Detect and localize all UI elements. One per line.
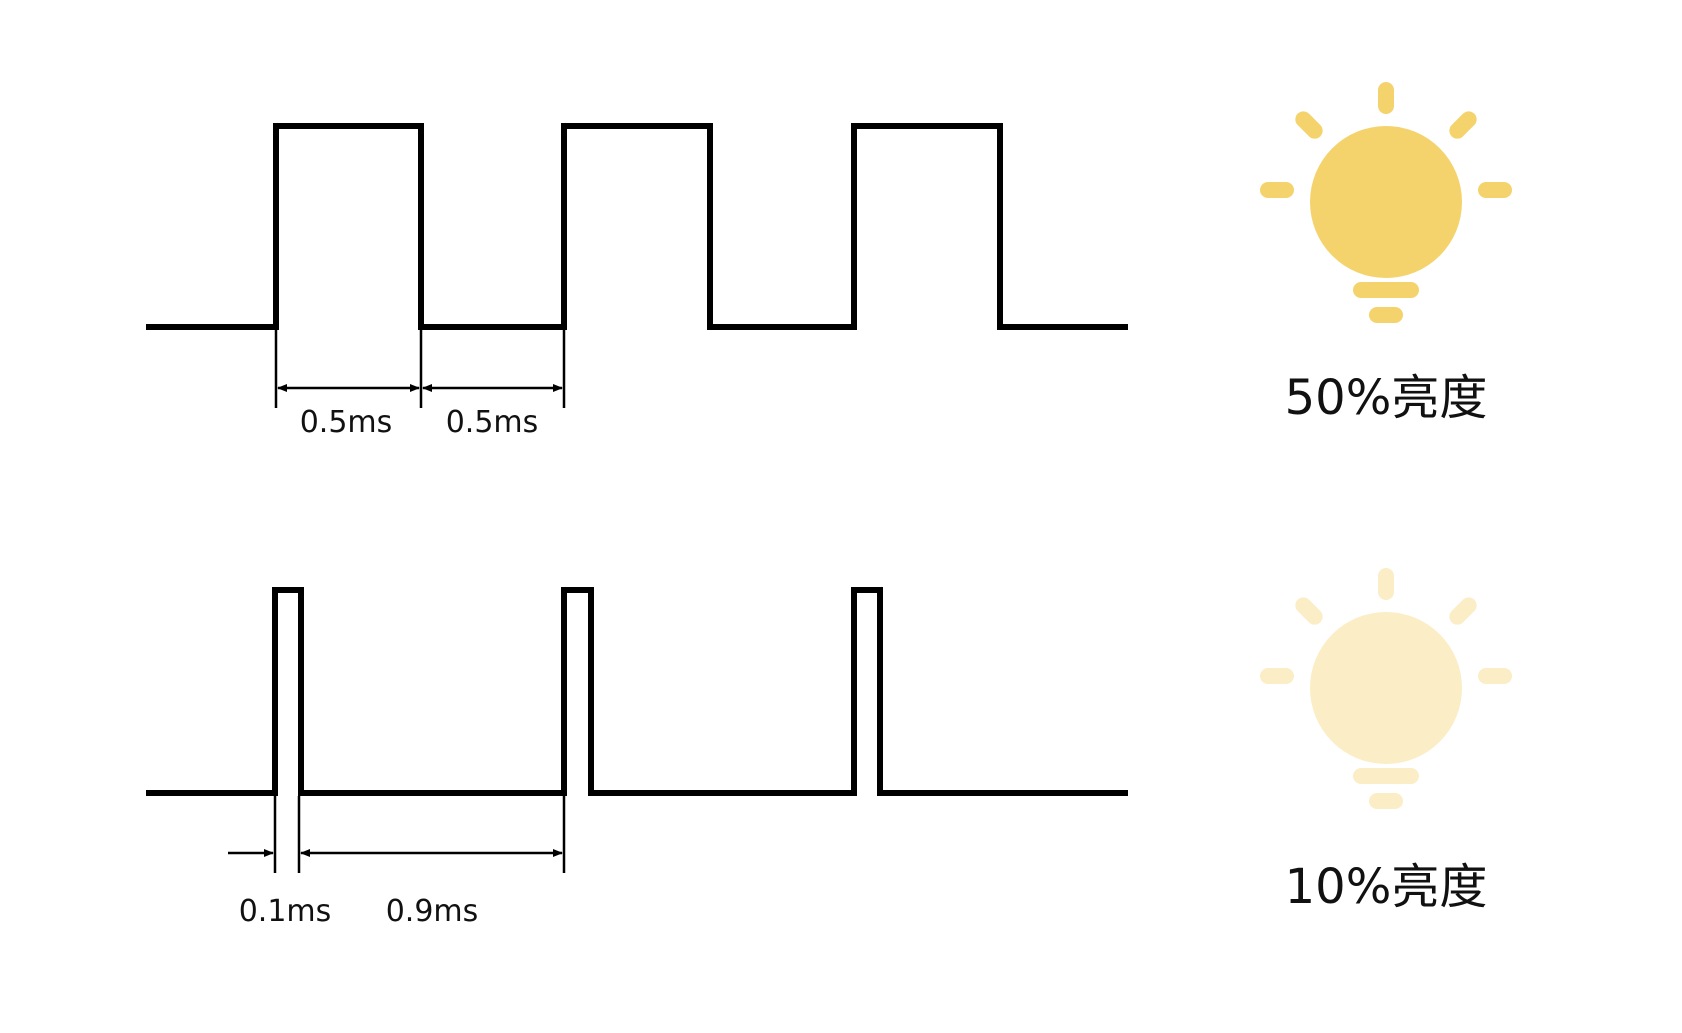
- brightness-label-50: 50%亮度: [1285, 370, 1488, 426]
- dimension-label-high: 0.1ms: [239, 894, 332, 929]
- dimension-label-high: 0.5ms: [300, 405, 393, 440]
- timing-guides-10: [273, 796, 566, 873]
- brightness-label-10: 10%亮度: [1285, 859, 1488, 915]
- pwm-waveform-50: [146, 123, 1128, 330]
- bulb-bright-icon: [1260, 82, 1512, 323]
- dimension-label-low: 0.5ms: [446, 405, 539, 440]
- pwm-waveform-10: [146, 587, 1128, 796]
- timing-guides-50: [274, 330, 566, 408]
- bulb-dim-icon: [1260, 568, 1512, 809]
- dimension-label-low: 0.9ms: [386, 894, 479, 929]
- row-10-percent: 0.1ms 0.9ms: [146, 587, 1128, 929]
- row-50-percent: 0.5ms 0.5ms: [146, 123, 1128, 440]
